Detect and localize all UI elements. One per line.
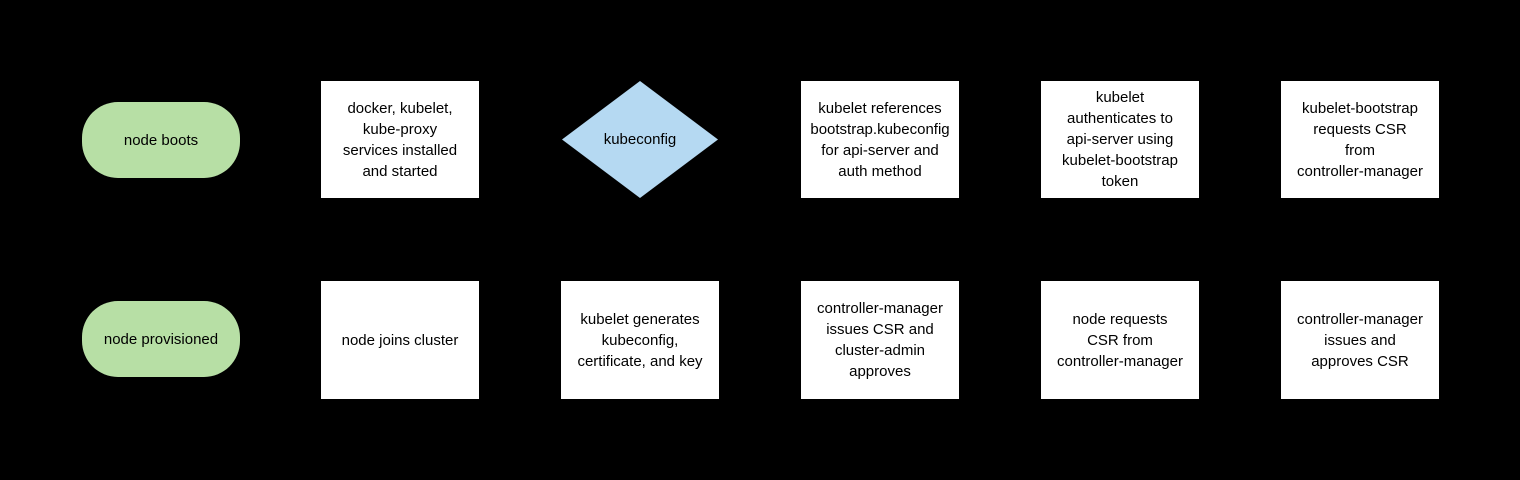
process-kubelet-authenticates: kubelet authenticates to api-server usin… [1041, 81, 1199, 198]
process-node-joins-cluster: node joins cluster [321, 281, 479, 399]
kubelet-authenticates-label: kubelet authenticates to api-server usin… [1062, 89, 1178, 190]
process-kubelet-bootstrap-requests-csr: kubelet-bootstrap requests CSR from cont… [1281, 81, 1439, 198]
kubeconfig-label: kubeconfig [603, 131, 677, 148]
kubelet-bootstrap-requests-csr-label: kubelet-bootstrap requests CSR from cont… [1297, 99, 1423, 180]
node-joins-cluster-label: node joins cluster [341, 331, 459, 349]
cm-issues-and-approves-label: controller-manager issues and approves C… [1297, 310, 1423, 370]
cm-issues-csr-label: controller-manager issues CSR and cluste… [817, 300, 943, 380]
process-cm-issues-and-approves-csr: controller-manager issues and approves C… [1281, 281, 1439, 399]
process-kubelet-generates-kubeconfig: kubelet generates kubeconfig, certificat… [561, 281, 719, 399]
process-cm-issues-csr-admin-approves: controller-manager issues CSR and cluste… [801, 281, 959, 399]
process-kubelet-references-bootstrap: kubelet references bootstrap.kubeconfig … [801, 81, 959, 198]
decision-kubeconfig: kubeconfig [562, 81, 718, 198]
terminator-node-provisioned: node provisioned [82, 301, 240, 377]
node-requests-csr-label: node requests CSR from controller-manage… [1057, 310, 1183, 370]
terminator-node-boots: node boots [82, 102, 240, 178]
process-node-requests-csr: node requests CSR from controller-manage… [1041, 281, 1199, 399]
node-provisioned-label: node provisioned [103, 330, 219, 348]
services-installed-label: docker, kubelet, kube-proxy services ins… [342, 99, 458, 180]
kubelet-generates-label: kubelet generates kubeconfig, certificat… [577, 310, 703, 370]
kubelet-references-label: kubelet references bootstrap.kubeconfig … [810, 99, 950, 180]
node-boots-label: node boots [123, 131, 199, 149]
process-services-installed: docker, kubelet, kube-proxy services ins… [321, 81, 479, 198]
